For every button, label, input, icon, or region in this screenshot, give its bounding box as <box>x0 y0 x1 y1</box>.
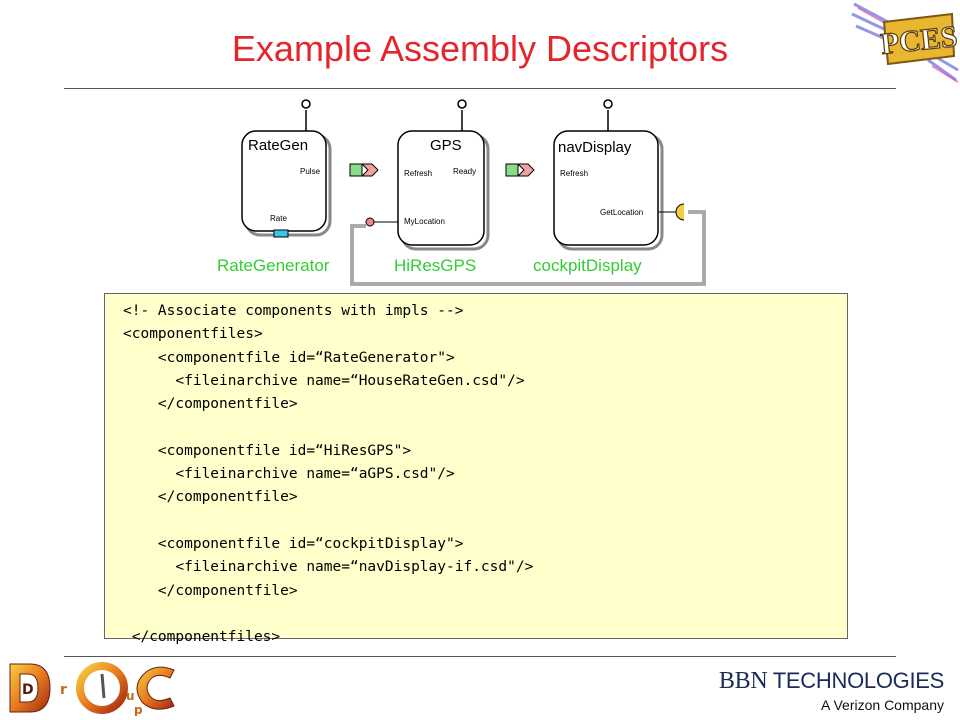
pces-logo: PCES <box>851 2 960 83</box>
rategen-component <box>241 99 332 238</box>
navdisplay-component <box>553 99 685 251</box>
code-line: <componentfile id=“HiResGPS"> <box>123 442 412 459</box>
code-line <box>123 416 847 439</box>
ready-to-refresh-connector <box>505 163 535 177</box>
code-line: </componentfile> <box>123 489 298 506</box>
doc-group-logo: D r u p C <box>9 662 175 716</box>
doc-logo-r: r <box>60 682 67 698</box>
navdisplay-port-refresh: Refresh <box>560 169 588 178</box>
doc-logo-p: p <box>134 703 143 716</box>
component-diagram: RateGen GPS navDisplay Pulse Rate Refres… <box>200 92 720 288</box>
rategen-port-pulse: Pulse <box>300 167 321 176</box>
code-line: <fileinarchive name=“aGPS.csd"/> <box>123 466 455 483</box>
navdisplay-title: navDisplay <box>558 139 632 156</box>
label-rategenerator: RateGenerator <box>217 256 330 275</box>
gps-port-ready: Ready <box>453 167 476 176</box>
code-line: </componentfile> <box>123 396 298 413</box>
rategen-port-rate: Rate <box>270 214 287 223</box>
code-line: <componentfile id=“RateGenerator"> <box>123 349 455 366</box>
bbn-technologies-logo: BBN TECHNOLOGIES A Verizon Company <box>700 662 956 718</box>
code-line: <componentfile id=“cockpitDisplay"> <box>123 535 464 552</box>
label-cockpitdisplay: cockpitDisplay <box>533 256 642 275</box>
gps-port-mylocation: MyLocation <box>404 217 445 226</box>
pces-logo-text: PCES <box>879 20 959 61</box>
top-divider <box>64 88 896 89</box>
pulse-to-refresh-connector <box>349 163 379 177</box>
code-line: <fileinarchive name=“navDisplay-if.csd"/… <box>123 559 534 576</box>
code-line: </componentfile> <box>123 582 298 599</box>
bbn-logo-prefix: BBN <box>718 668 768 694</box>
gps-title: GPS <box>430 137 462 154</box>
doc-logo-d: D <box>22 682 34 698</box>
bottom-divider <box>64 656 896 657</box>
code-listing: <!- Associate components with impls --> … <box>104 293 848 645</box>
gps-port-refresh: Refresh <box>404 169 432 178</box>
bbn-logo-tagline: A Verizon Company <box>821 697 944 713</box>
code-line: </componentfiles> <box>123 629 281 646</box>
doc-logo-u: u <box>126 689 135 703</box>
code-line: <componentfiles> <box>123 326 263 343</box>
code-line: <fileinarchive name=“HouseRateGen.csd"/> <box>123 372 525 389</box>
label-hiresgps: HiResGPS <box>394 256 477 275</box>
bbn-logo-wordmark: BBN TECHNOLOGIES <box>700 668 944 695</box>
rategen-title: RateGen <box>248 137 308 154</box>
bbn-logo-rest: TECHNOLOGIES <box>767 668 945 693</box>
code-line <box>123 603 847 626</box>
code-line <box>123 510 847 533</box>
location-connection <box>350 210 706 286</box>
slide-title: Example Assembly Descriptors <box>231 28 729 69</box>
gps-component <box>365 99 490 251</box>
code-line: <!- Associate components with impls --> <box>123 303 464 319</box>
navdisplay-port-getlocation: GetLocation <box>600 208 643 217</box>
